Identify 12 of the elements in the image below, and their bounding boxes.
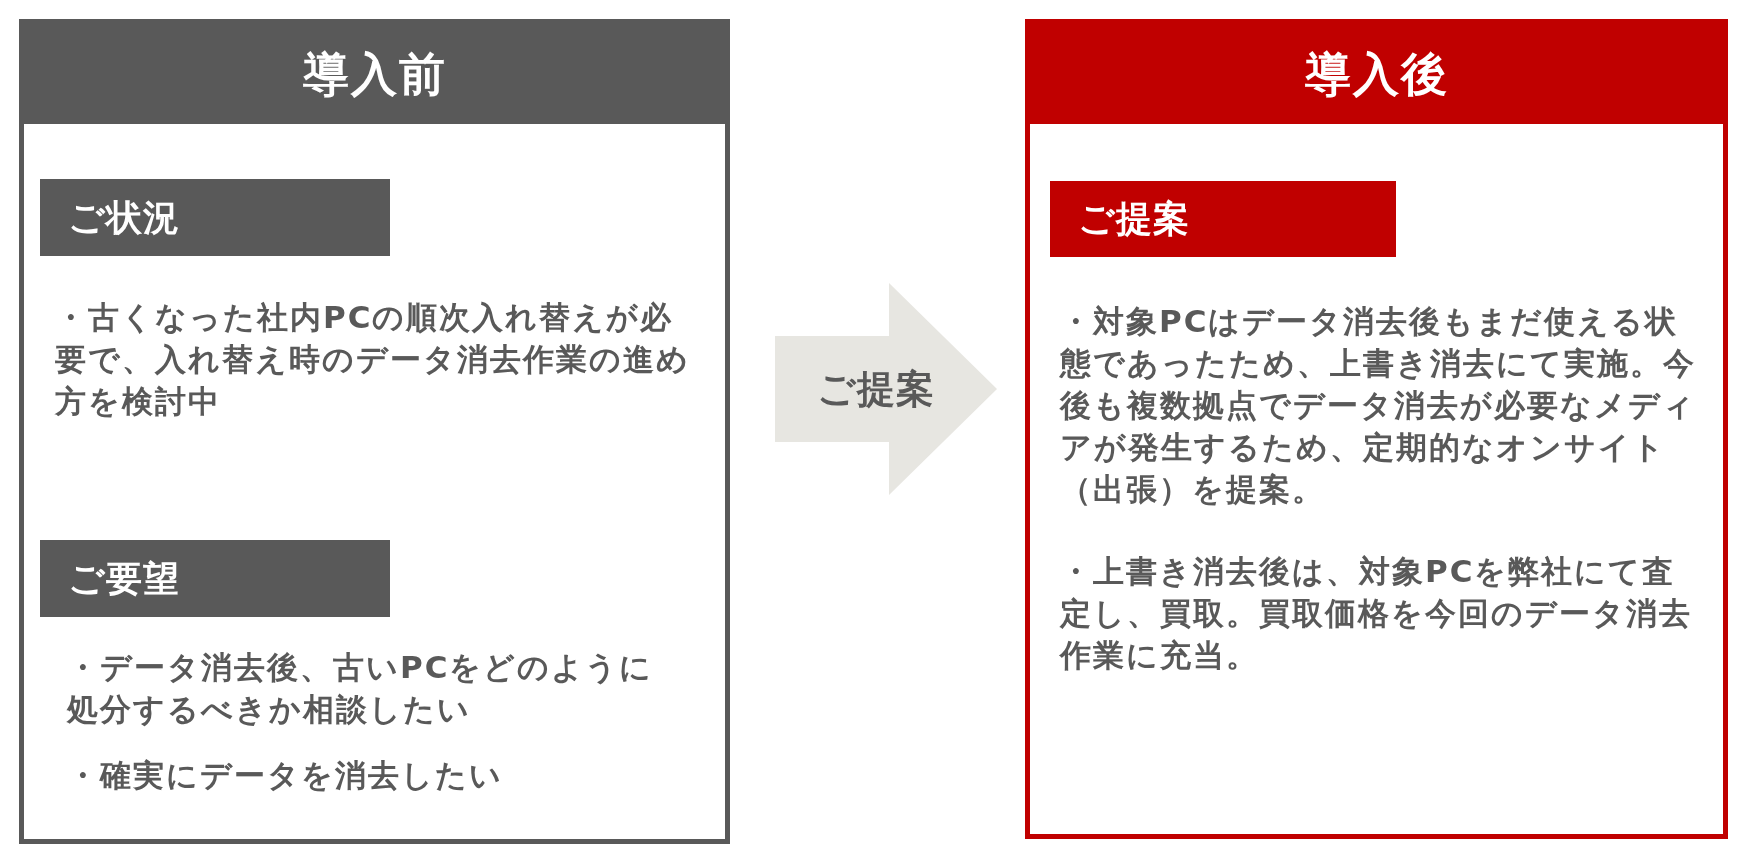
bullet-text: ・対象PCはデータ消去後もまだ使える状態であったため、上書き消去にて実施。今後も複数拠点でデータ消去が必要なメディアが発生するため、定期的なオンサイト（出張）を提案。 [1060,302,1697,509]
panel-header: 導入前 [24,24,725,124]
section-label: ご提案 [1050,181,1396,257]
panel-header: 導入後 [1030,24,1723,124]
bordered-panel [1025,19,1728,839]
bordered-panel [19,19,730,844]
section-label: ご状況 [40,179,390,256]
bullet-text: ・古くなった社内PCの順次入れ替えが必要で、入れ替え時のデータ消去作業の進め方を検討中 [55,298,691,421]
bullet-text: ・確実にデータを消去したい [67,756,504,795]
bullet-text: ・上書き消去後は、対象PCを弊社にて査定し、買取。買取価格を今回のデータ消去作業に充当。 [1060,552,1693,675]
section-label: ご要望 [40,540,390,617]
bullet-text: ・データ消去後、古いPCをどのように処分するべきか相談したい [67,648,655,729]
